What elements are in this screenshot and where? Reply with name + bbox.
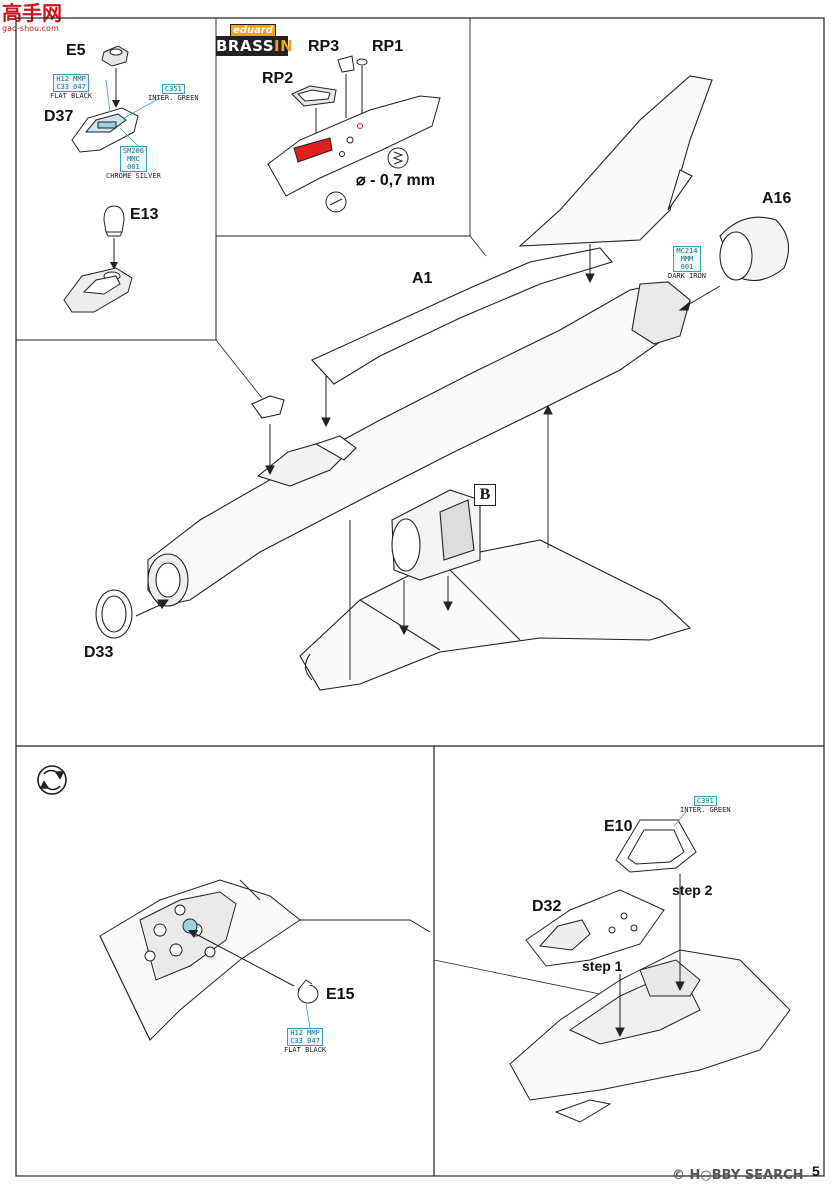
- label-drill-size: ⌀ - 0,7 mm: [356, 172, 435, 189]
- paint-code: H12 MMP: [56, 75, 86, 83]
- paint-callout-inter-green-e10: C391 INTER. GREEN: [680, 796, 731, 814]
- paint-code: MMC: [127, 155, 140, 163]
- paint-code: MC214: [676, 247, 698, 255]
- logo-in: IN: [274, 37, 294, 55]
- logo-bottom: BRASSIN: [216, 36, 293, 56]
- part-rp3: [337, 55, 355, 73]
- label-e5: E5: [66, 42, 86, 59]
- label-rp2: RP2: [262, 70, 294, 87]
- part-rp1: [356, 58, 368, 66]
- label-d37: D37: [44, 108, 74, 125]
- part-e15: [297, 979, 319, 1004]
- paint-code: 001: [680, 263, 694, 271]
- part-d37-assembled: [63, 267, 133, 313]
- watermark-url: gao-shou.com: [2, 24, 59, 33]
- part-rp2: [291, 85, 337, 107]
- cockpit-instrument-panel: [99, 879, 431, 1041]
- paint-name: INTER. GREEN: [148, 94, 199, 102]
- fuselage-cockpit-section: [509, 949, 791, 1123]
- paint-name: DARK IRON: [668, 272, 706, 280]
- rotate-arrows-icon: [37, 765, 67, 795]
- label-b-box: B: [474, 484, 496, 506]
- part-e10: [615, 819, 697, 873]
- label-e15: E15: [326, 986, 355, 1003]
- label-d33: D33: [84, 644, 114, 661]
- label-step-1: step 1: [582, 958, 623, 974]
- paint-name: FLAT BLACK: [50, 92, 93, 100]
- logo-brass: BRASS: [216, 37, 275, 55]
- part-d32: [525, 889, 665, 967]
- paint-code: MMM: [680, 255, 694, 263]
- paint-name: CHROME SILVER: [106, 172, 161, 180]
- part-d37: [71, 107, 139, 153]
- page-number: 5: [812, 1163, 820, 1179]
- paint-code: C351: [164, 85, 182, 93]
- paint-code: C391: [696, 797, 714, 805]
- label-e13: E13: [130, 206, 159, 223]
- paint-name: INTER. GREEN: [680, 806, 731, 814]
- label-a16: A16: [762, 190, 792, 207]
- paint-callout-inter-green: C351 INTER. GREEN: [148, 84, 199, 102]
- drill-icon: [325, 147, 409, 213]
- label-rp1: RP1: [372, 38, 404, 55]
- aircraft-drawing: [95, 75, 790, 691]
- eduard-brassin-logo: eduard BRASSIN: [216, 24, 293, 58]
- label-a1: A1: [412, 270, 433, 287]
- paint-code: H12 MMP: [290, 1029, 320, 1037]
- paint-code: 001: [127, 163, 140, 171]
- hobby-search-credit: © H○BBY SEARCH: [672, 1168, 804, 1183]
- paint-code: SM206: [122, 147, 144, 155]
- paint-name: FLAT BLACK: [284, 1046, 327, 1054]
- label-d32: D32: [532, 898, 562, 915]
- paint-code: C33 047: [56, 83, 86, 91]
- label-e10: E10: [604, 818, 633, 835]
- part-e5: [101, 45, 129, 67]
- label-step-2: step 2: [672, 882, 713, 898]
- part-e13: [103, 205, 125, 237]
- label-rp3: RP3: [308, 38, 340, 55]
- fuselage-spine-detail: [267, 95, 441, 197]
- paint-code: C33 047: [290, 1037, 320, 1045]
